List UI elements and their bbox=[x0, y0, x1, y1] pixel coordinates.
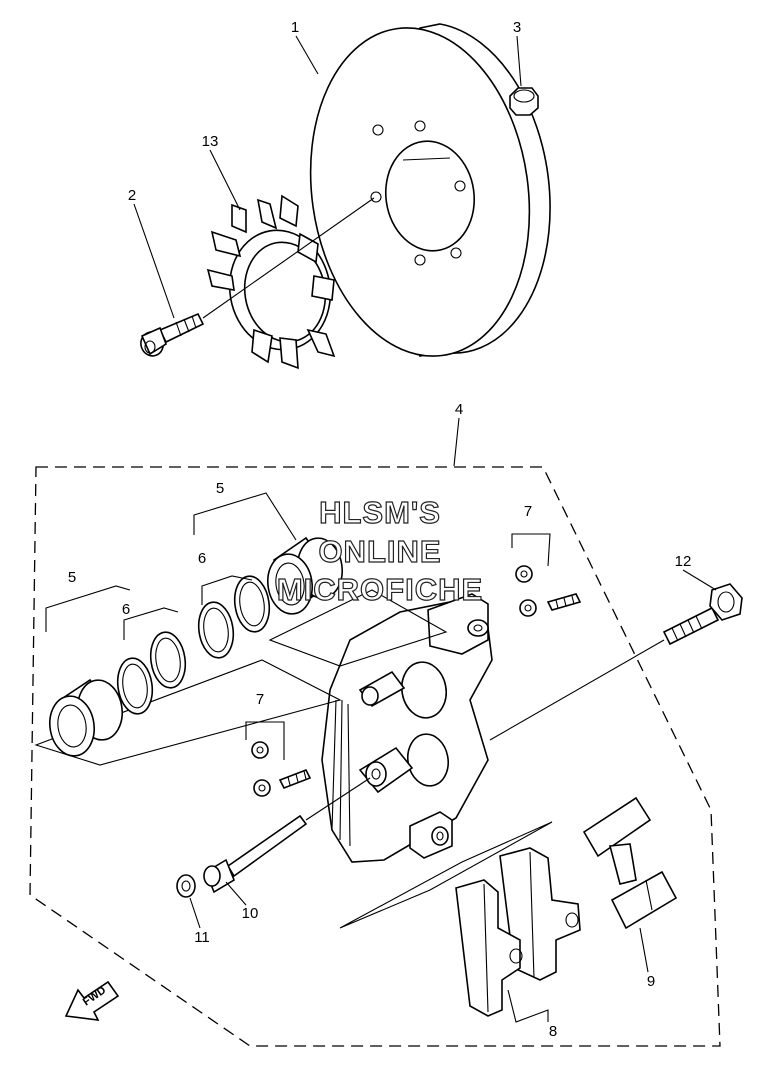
callout-9: 9 bbox=[647, 973, 655, 990]
callout-2: 2 bbox=[128, 187, 136, 204]
caliper-assembly-boundary bbox=[29, 466, 721, 1047]
disc-bolt-holes bbox=[370, 120, 466, 266]
watermark-line-1: HLSM'S bbox=[319, 495, 441, 530]
callout-3: 3 bbox=[513, 19, 521, 36]
callout-13: 13 bbox=[202, 133, 219, 150]
watermark-line-3: MICROFICHE bbox=[277, 572, 483, 607]
callout-5-lower: 5 bbox=[68, 569, 76, 586]
slide-pin bbox=[203, 777, 371, 894]
callout-4: 4 bbox=[455, 401, 463, 418]
nut bbox=[509, 87, 539, 116]
caliper-bolt bbox=[489, 583, 743, 741]
piston-alignment-frame-2 bbox=[268, 589, 448, 667]
brake-pad-kit bbox=[455, 847, 581, 1017]
watermark: HLSM'S ONLINE MICROFICHE bbox=[276, 494, 483, 607]
callout-6-lower: 6 bbox=[122, 601, 130, 618]
callout-1: 1 bbox=[291, 19, 299, 36]
caliper-body bbox=[321, 593, 493, 863]
callout-10: 10 bbox=[242, 905, 259, 922]
callout-12: 12 bbox=[675, 553, 692, 570]
bleed-screw-upper bbox=[515, 565, 582, 617]
piston-seals-left bbox=[116, 631, 187, 715]
bleed-screw-lower bbox=[251, 741, 312, 797]
pad-spring bbox=[582, 796, 678, 930]
piston-alignment-frame bbox=[34, 659, 342, 766]
callout-7-upper: 7 bbox=[524, 503, 532, 520]
fwd-arrow-icon: FWD bbox=[64, 980, 120, 1021]
callout-6-upper: 6 bbox=[198, 550, 206, 567]
piston-seals-right bbox=[197, 575, 271, 659]
pin-boot bbox=[176, 874, 196, 898]
disc-bolt bbox=[140, 197, 375, 357]
disc-cover bbox=[206, 194, 336, 370]
watermark-line-2: ONLINE bbox=[318, 534, 441, 569]
callout-11: 11 bbox=[194, 929, 210, 946]
piston-left bbox=[49, 678, 123, 757]
callout-numbers: 1 3 13 2 4 5 6 5 6 7 7 12 10 11 9 8 bbox=[68, 19, 692, 1040]
callout-8: 8 bbox=[549, 1023, 557, 1040]
callout-5-upper: 5 bbox=[216, 480, 224, 497]
brake-disc bbox=[309, 23, 551, 357]
leader-lines bbox=[45, 35, 717, 1023]
callout-7-lower: 7 bbox=[256, 691, 264, 708]
piston-right bbox=[267, 536, 343, 615]
pad-alignment-frame bbox=[339, 821, 553, 929]
